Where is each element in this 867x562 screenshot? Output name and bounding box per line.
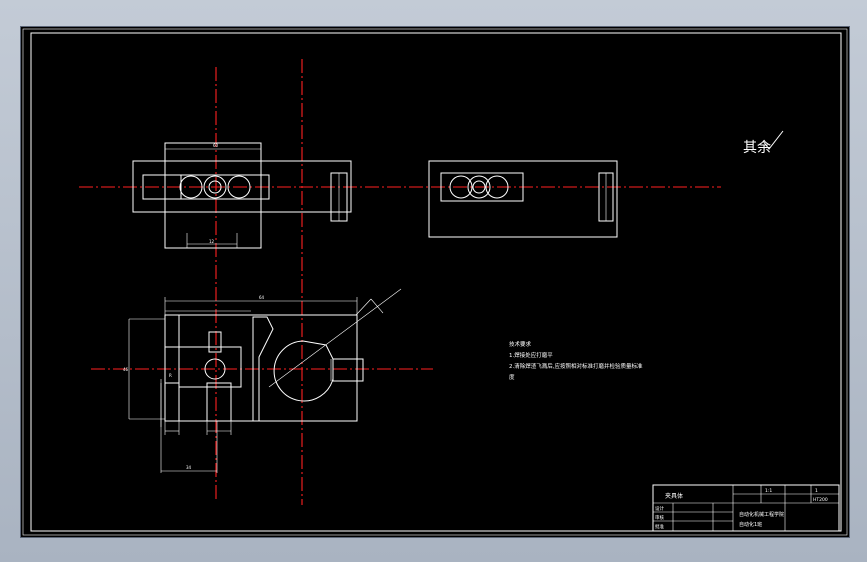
roughness-text: 其余 (743, 139, 771, 156)
dim-label: 46 (123, 367, 129, 372)
title-checked: 审核 (655, 514, 664, 521)
dim-label: 60 (213, 143, 219, 148)
title-class: 自动化1班 (739, 521, 762, 528)
drawing-sheet: 60 12 (20, 26, 850, 538)
title-school: 自动化机械工程学院 (739, 511, 784, 518)
title-part-name: 夹具体 (665, 492, 683, 500)
tech-line: 度 (509, 373, 515, 381)
title-sheet: 1 (815, 488, 818, 494)
section-view: 64 46 34 R (123, 288, 402, 473)
title-block: 夹具体 1:1 1 HT200 设计 审核 批准 自动化机械工程学院 自动化1班 (652, 484, 840, 532)
title-approved: 批准 (655, 523, 664, 530)
title-drawn: 设计 (655, 505, 664, 512)
inner-frame (30, 32, 842, 532)
top-view-left: 60 12 (132, 142, 352, 249)
cad-drawing: 60 12 (22, 28, 848, 536)
side-view (428, 160, 618, 238)
dim-label: 34 (186, 465, 192, 470)
tech-requirements: 技术要求 1.焊接处应打磨平 2.清除焊渣飞溅后,应按照相对标准打磨并检验质量标… (509, 340, 643, 381)
tech-heading: 技术要求 (509, 340, 532, 348)
outer-frame (22, 28, 848, 536)
dim-label: 64 (259, 295, 265, 300)
title-material: HT200 (813, 497, 828, 503)
roughness-note: 其余 (743, 130, 784, 156)
title-scale: 1:1 (765, 488, 772, 494)
tech-line: 2.清除焊渣飞溅后,应按照相对标准打磨并检验质量标准 (509, 362, 643, 370)
tech-line: 1.焊接处应打磨平 (509, 351, 553, 359)
dim-label: R (169, 373, 172, 378)
dim-label: 12 (209, 239, 215, 244)
